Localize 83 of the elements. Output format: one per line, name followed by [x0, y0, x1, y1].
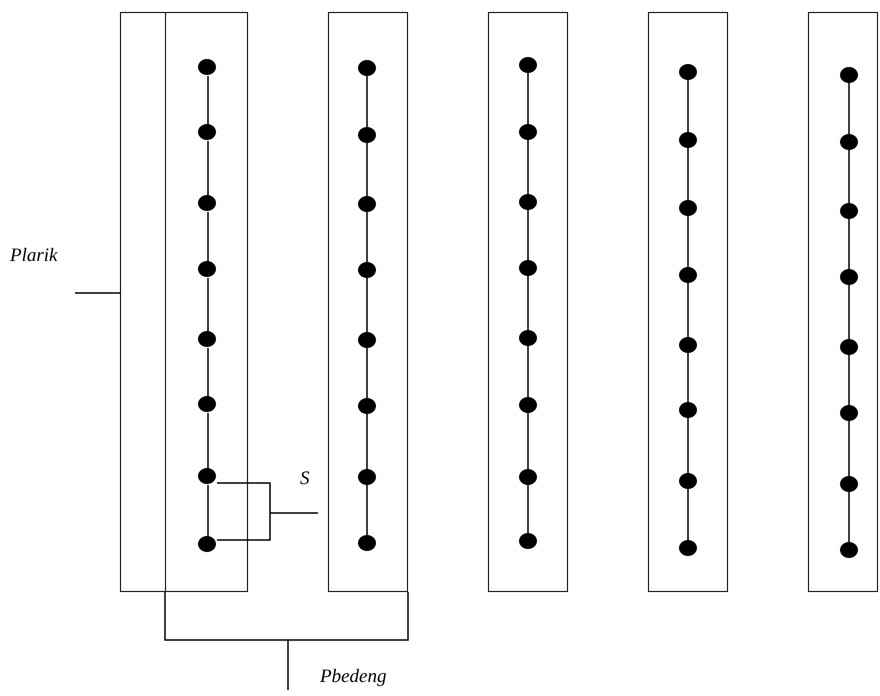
dimension-label: Plarik	[10, 245, 58, 267]
plant-dot	[518, 468, 536, 484]
connecting-line	[848, 421, 850, 476]
planting-bed	[808, 12, 878, 592]
plant-dot	[678, 472, 696, 488]
plant-dot	[840, 268, 858, 284]
connecting-line	[848, 219, 850, 269]
connecting-line	[848, 285, 850, 339]
plant-dot	[840, 134, 858, 150]
connecting-line	[687, 148, 689, 200]
connecting-line	[207, 141, 209, 196]
connecting-line	[848, 492, 850, 542]
connecting-line	[207, 76, 209, 125]
connecting-line	[366, 76, 368, 127]
plant-dot	[358, 196, 376, 212]
plant-dot	[840, 338, 858, 354]
dimension-label: S	[300, 468, 310, 490]
plant-dot	[678, 64, 696, 80]
connecting-line	[366, 348, 368, 398]
connecting-line	[687, 418, 689, 473]
connecting-line	[366, 143, 368, 196]
connecting-line	[207, 413, 209, 469]
plant-dot	[358, 60, 376, 76]
plant-dot	[198, 468, 216, 484]
plant-dot	[198, 331, 216, 347]
plant-dot	[518, 330, 536, 346]
plant-dot	[198, 536, 216, 552]
plant-dot	[518, 56, 536, 72]
plant-dot	[840, 542, 858, 558]
connecting-line	[687, 80, 689, 132]
plant-dot	[358, 262, 376, 278]
planting-bed	[648, 12, 728, 592]
plant-dot	[198, 396, 216, 412]
connecting-line	[687, 353, 689, 402]
plant-dot	[678, 540, 696, 556]
plant-dot	[678, 402, 696, 418]
connecting-line	[527, 276, 529, 330]
connecting-line	[848, 355, 850, 405]
plant-dot	[198, 261, 216, 277]
plant-dot	[518, 194, 536, 210]
plant-dot	[678, 200, 696, 216]
connecting-line	[848, 83, 850, 134]
connecting-line	[207, 348, 209, 397]
connecting-line	[207, 485, 209, 537]
plant-dot	[518, 532, 536, 548]
connecting-line	[687, 489, 689, 540]
plant-dot	[840, 66, 858, 82]
connecting-line	[366, 212, 368, 262]
plant-dot	[358, 534, 376, 550]
dimension-label: Pbedeng	[320, 666, 386, 688]
plant-dot	[358, 126, 376, 142]
connecting-line	[366, 278, 368, 332]
connecting-line	[527, 413, 529, 469]
plant-dot	[678, 266, 696, 282]
plant-dot	[358, 398, 376, 414]
plant-dot	[358, 332, 376, 348]
connecting-line	[366, 485, 368, 535]
plant-dot	[840, 202, 858, 218]
plant-dot	[678, 336, 696, 352]
connecting-line	[527, 485, 529, 533]
plant-dot	[678, 132, 696, 148]
connecting-line	[527, 210, 529, 260]
connecting-line	[366, 414, 368, 469]
plant-dot	[840, 476, 858, 492]
connecting-line	[207, 278, 209, 332]
plant-dot	[358, 468, 376, 484]
connecting-line	[527, 346, 529, 397]
plant-dot	[198, 195, 216, 211]
plant-dot	[518, 396, 536, 412]
plant-dot	[198, 59, 216, 75]
planting-bed	[328, 12, 408, 592]
plant-dot	[840, 404, 858, 420]
connecting-line	[687, 283, 689, 337]
plant-dot	[198, 124, 216, 140]
connecting-line	[848, 150, 850, 203]
connecting-line	[527, 73, 529, 124]
connecting-line	[207, 212, 209, 262]
plant-dot	[518, 124, 536, 140]
path-strip	[120, 12, 248, 592]
plant-dot	[518, 260, 536, 276]
connecting-line	[687, 216, 689, 267]
connecting-line	[527, 140, 529, 194]
planting-bed	[488, 12, 568, 592]
